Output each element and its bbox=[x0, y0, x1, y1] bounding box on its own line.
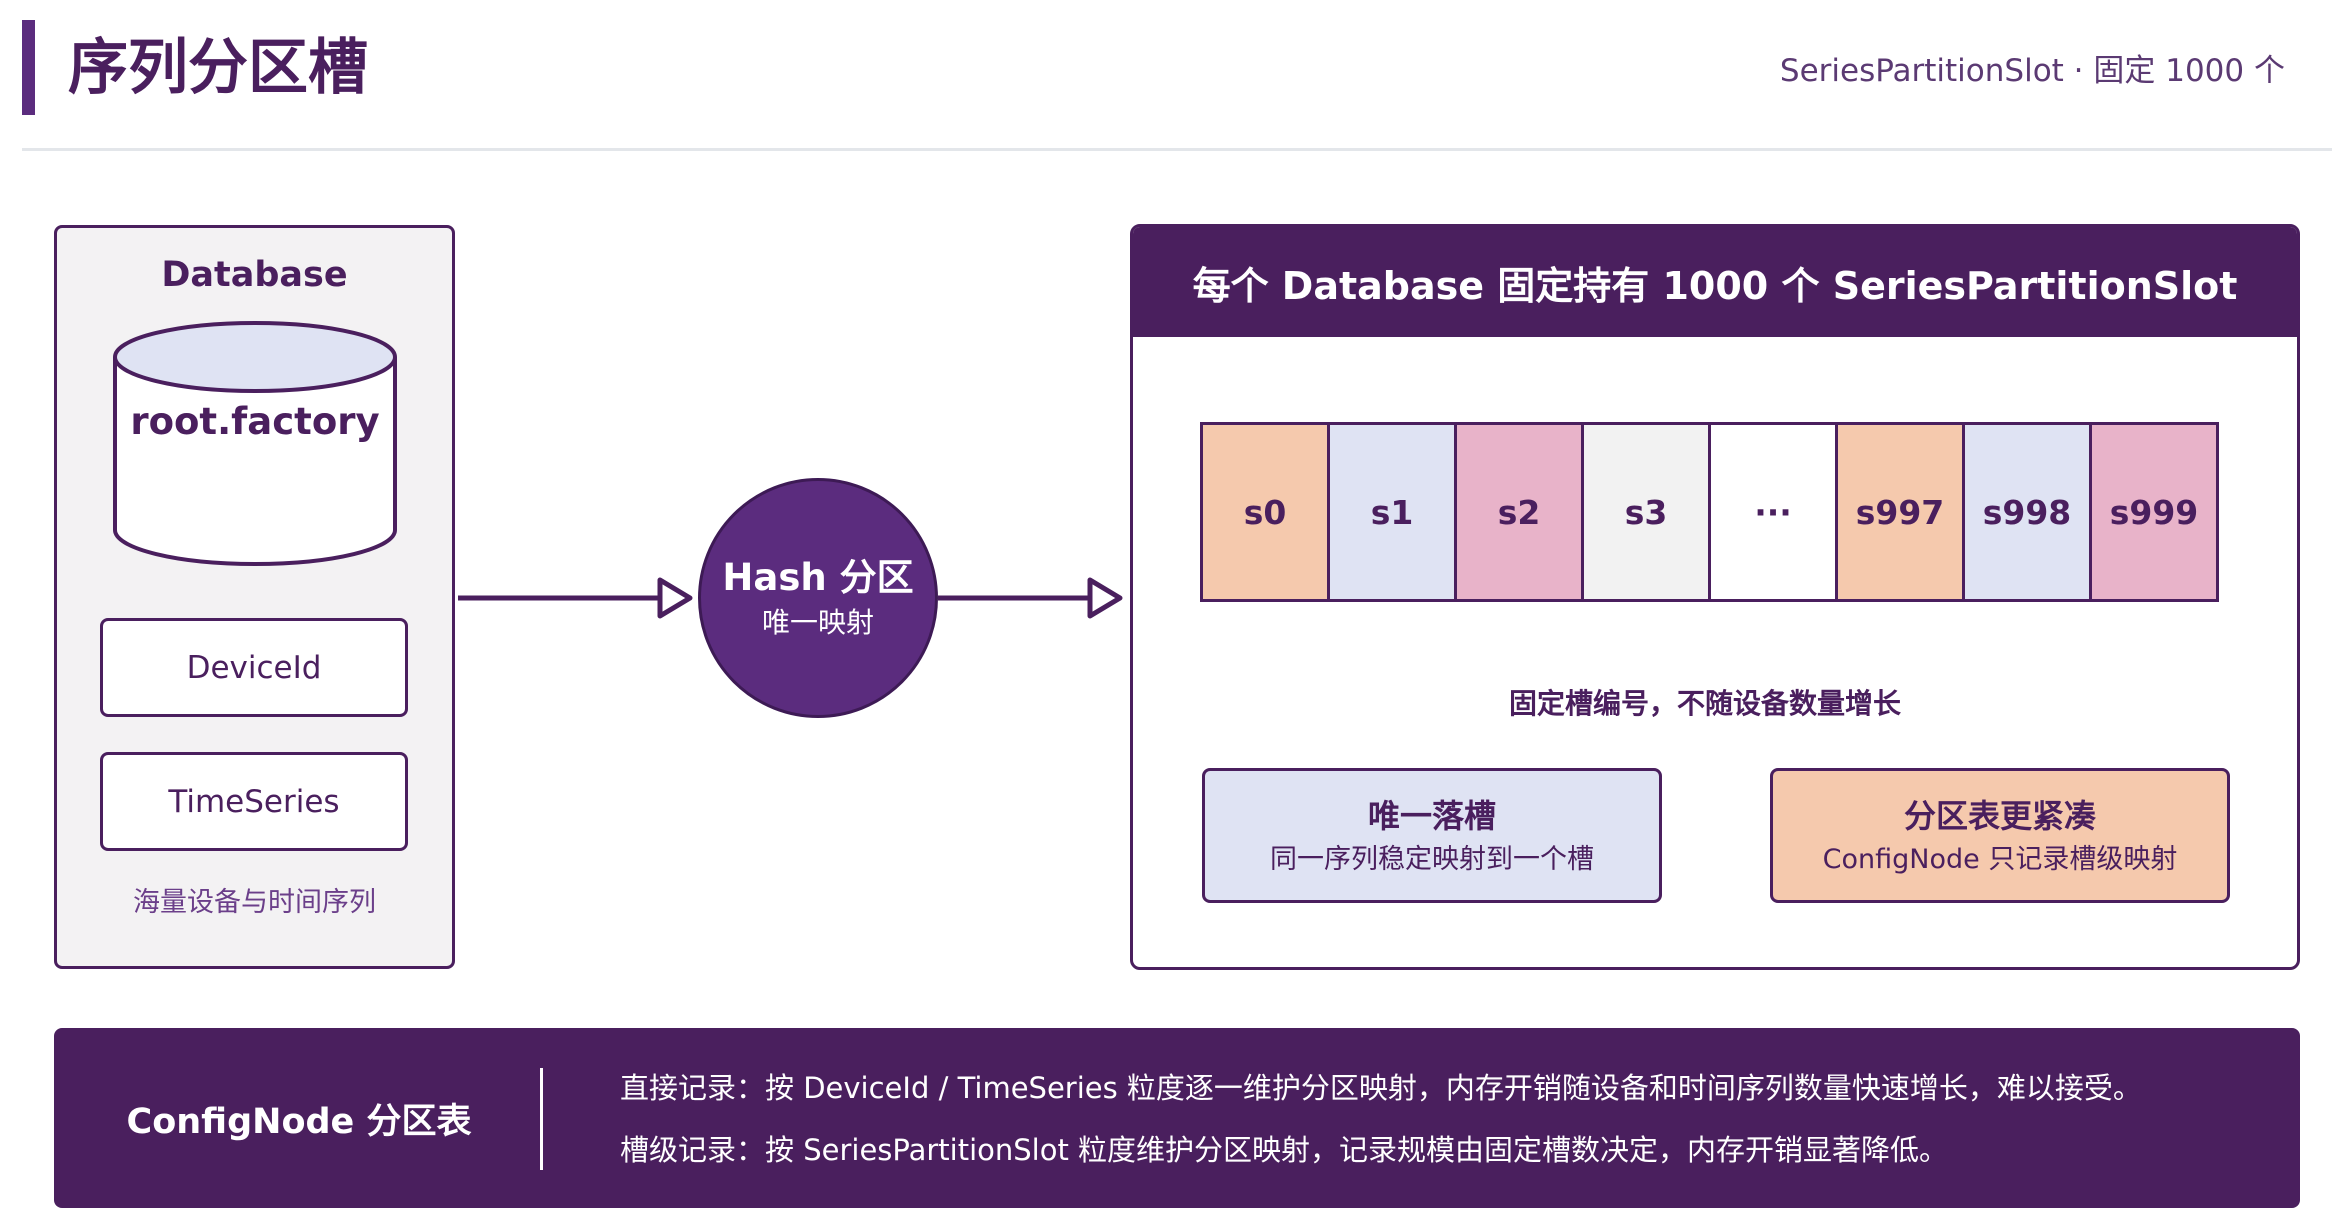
slot-s999: s999 bbox=[2089, 422, 2219, 602]
config-node-bar: ConfigNode 分区表 直接记录：按 DeviceId / TimeSer… bbox=[54, 1028, 2300, 1208]
feature-description: ConfigNode 只记录槽级映射 bbox=[1822, 843, 2178, 875]
config-node-title: ConfigNode 分区表 bbox=[126, 1101, 472, 1142]
hash-partition-node: Hash 分区 唯一映射 bbox=[698, 478, 938, 718]
bottom-divider bbox=[540, 1068, 543, 1170]
slot-s3: s3 bbox=[1581, 422, 1711, 602]
hash-title: Hash 分区 bbox=[722, 556, 914, 599]
time-series-field: TimeSeries bbox=[100, 752, 408, 851]
database-cylinder-icon bbox=[113, 321, 397, 566]
slot-s2: s2 bbox=[1454, 422, 1584, 602]
slot-s997: s997 bbox=[1835, 422, 1965, 602]
feature-title: 分区表更紧凑 bbox=[1903, 796, 2096, 835]
slot-s1: s1 bbox=[1327, 422, 1457, 602]
slot-s0: s0 bbox=[1200, 422, 1330, 602]
slot-s998: s998 bbox=[1962, 422, 2092, 602]
feature-compact-table: 分区表更紧凑 ConfigNode 只记录槽级映射 bbox=[1770, 768, 2230, 903]
arrow-to-slots bbox=[938, 577, 1123, 619]
slot-record-line: 槽级记录：按 SeriesPartitionSlot 粒度维护分区映射，记录规模… bbox=[620, 1133, 1949, 1167]
slot-axis-caption: 固定槽编号，不随设备数量增长 bbox=[1508, 687, 1901, 720]
title-accent-bar bbox=[22, 20, 35, 115]
header-divider bbox=[22, 148, 2332, 151]
device-id-field: DeviceId bbox=[100, 618, 408, 717]
feature-description: 同一序列稳定映射到一个槽 bbox=[1270, 843, 1594, 875]
arrow-to-hash bbox=[458, 577, 693, 619]
slots-panel-header: 每个 Database 固定持有 1000 个 SeriesPartitionS… bbox=[1133, 227, 2297, 337]
direct-record-line: 直接记录：按 DeviceId / TimeSeries 粒度逐一维护分区映射，… bbox=[620, 1071, 2142, 1105]
feature-unique-slot: 唯一落槽 同一序列稳定映射到一个槽 bbox=[1202, 768, 1662, 903]
database-heading: Database bbox=[161, 255, 348, 295]
page-title: 序列分区槽 bbox=[68, 33, 368, 103]
database-caption: 海量设备与时间序列 bbox=[133, 887, 376, 918]
page-subtitle: SeriesPartitionSlot · 固定 1000 个 bbox=[1779, 53, 2285, 89]
feature-title: 唯一落槽 bbox=[1367, 796, 1496, 835]
slot-ellipsis: ··· bbox=[1708, 422, 1838, 602]
database-name: root.factory bbox=[130, 400, 380, 443]
hash-subtitle: 唯一映射 bbox=[761, 606, 874, 639]
cylinder-body bbox=[113, 357, 397, 566]
cylinder-top bbox=[113, 321, 397, 393]
